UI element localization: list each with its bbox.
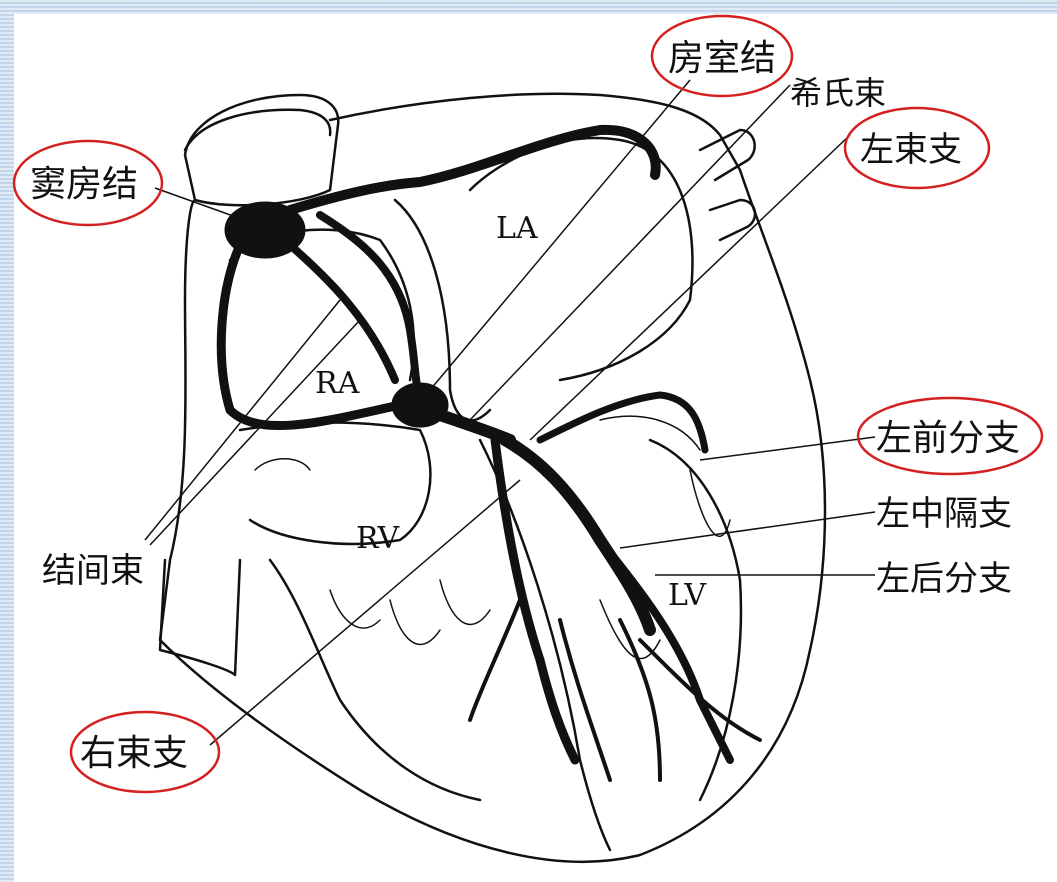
leader-left-bundle [530, 135, 850, 440]
internodal-posterior [320, 215, 418, 390]
label-left-anterior-fascicle: 左前分支 [876, 418, 1020, 459]
chamber-label-ra: RA [315, 366, 360, 401]
pulmonary-vein-1 [700, 130, 755, 180]
bachmann-bundle [290, 130, 656, 210]
left-anterior-fascicle-path [540, 395, 705, 450]
chamber-label-rv: RV [356, 521, 401, 556]
tricuspid-region [240, 423, 430, 544]
leader-internodal-2 [150, 320, 360, 545]
aorta-opening [185, 110, 330, 150]
trabeculae-rv [330, 580, 490, 644]
chamber-label-lv: LV [668, 578, 707, 613]
label-left-bundle-branch: 左束支 [860, 130, 962, 170]
label-left-septal-fascicle: 左中隔支 [876, 494, 1012, 534]
purkinje-fibers [470, 600, 760, 780]
ivc-outline [160, 560, 240, 675]
label-his-bundle: 希氏束 [790, 74, 886, 112]
leader-left-septal [620, 512, 875, 548]
label-right-bundle-branch: 右束支 [80, 733, 188, 774]
leader-left-anterior [700, 437, 875, 460]
label-av-node: 房室结 [668, 38, 776, 79]
chamber-label-la: LA [496, 211, 538, 246]
pulmonary-vein-2 [710, 200, 755, 240]
rv-inner-wall [270, 560, 480, 800]
label-sinoatrial-node: 窦房结 [30, 164, 138, 205]
label-internodal-tracts: 结间束 [42, 551, 144, 591]
label-left-posterior-fascicle: 左后分支 [876, 559, 1012, 599]
